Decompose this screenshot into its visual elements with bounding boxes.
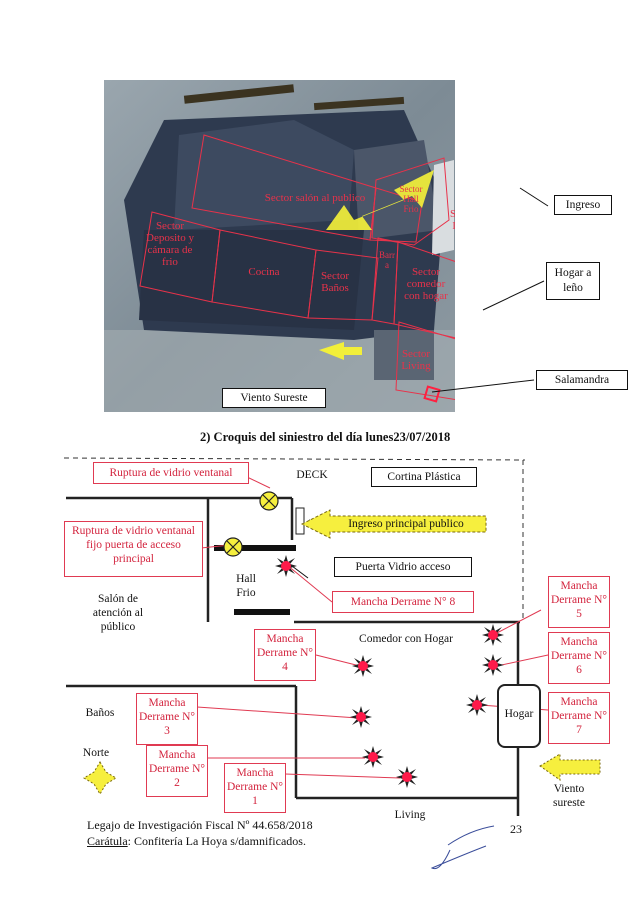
- page-number: 23: [510, 822, 522, 836]
- ruptura-ventanal-label: Ruptura de vidrio ventanal: [93, 462, 249, 484]
- deck-label: DECK: [296, 469, 328, 481]
- spill-marker-2: [362, 746, 384, 768]
- salon-label: Salón de atención al público: [92, 593, 144, 633]
- spill-marker-6: [482, 654, 504, 676]
- footer-legajo: Legajo de Investigación Fiscal Nº 44.658…: [87, 818, 313, 832]
- hall-frio-label: Hall Frio: [236, 573, 256, 599]
- section-title: 2) Croquis del siniestro del día lunes23…: [200, 430, 451, 444]
- mancha-6-label: Mancha Derrame N° 6: [548, 632, 610, 684]
- hogar-fireplace: Hogar: [497, 684, 541, 748]
- zone-salon: Sector salón al publico: [264, 192, 366, 204]
- zone-barra: Barra: [379, 250, 395, 270]
- puerta-rupture-icon: [223, 537, 243, 557]
- spill-marker-4: [352, 655, 374, 677]
- mancha-3-label: Mancha Derrame N° 3: [136, 693, 198, 745]
- callout-salamandra: Salamandra: [536, 370, 628, 390]
- zone-comedor: Sector comedor con hogar: [404, 266, 448, 302]
- callout-viento: Viento Sureste: [222, 388, 326, 408]
- spill-marker-7: [466, 694, 488, 716]
- mancha-7-label: Mancha Derrame N° 7: [548, 692, 610, 744]
- zone-cocina: Cocina: [248, 266, 280, 278]
- hogar-label: Hogar: [504, 708, 534, 720]
- puerta-vidrio-label: Puerta Vidrio acceso: [334, 557, 472, 577]
- ingreso-arrow: [300, 509, 487, 539]
- norte-label: Norte: [82, 747, 110, 759]
- living-label: Living: [394, 809, 426, 821]
- aerial-photo: Sector salón al publico Sector Hall Frio…: [104, 80, 455, 412]
- spill-marker-3: [350, 706, 372, 728]
- banos-label: Baños: [85, 707, 115, 719]
- callout-ingreso: Ingreso: [554, 195, 612, 215]
- ventanal-rupture-icon: [259, 491, 279, 511]
- mancha-2-label: Mancha Derrame N° 2: [146, 745, 208, 797]
- zone-deck: Sector Deck: [449, 208, 455, 232]
- ingreso-principal-label: Ingreso principal publico: [348, 518, 464, 530]
- zone-living: Sector Living: [401, 348, 431, 372]
- compass-icon: [83, 761, 117, 795]
- caratula-label: Carátula: [87, 834, 128, 848]
- mancha-1-label: Mancha Derrame N° 1: [224, 763, 286, 813]
- spill-marker-8: [275, 555, 297, 577]
- viento-arrow-icon: [539, 753, 601, 781]
- spill-marker-5: [482, 624, 504, 646]
- comedor-label: Comedor con Hogar: [359, 633, 453, 645]
- zone-deposito: Sector Deposito y cámara de frio: [146, 220, 194, 268]
- caratula-text: : Confitería La Hoya s/damnificados.: [127, 834, 306, 848]
- ruptura-fijo-label: Ruptura de vidrio ventanal fijo puerta d…: [64, 521, 203, 577]
- zone-banos: Sector Baños: [320, 270, 350, 294]
- cortina-label: Cortina Plástica: [371, 467, 477, 487]
- mancha-5-label: Mancha Derrame N° 5: [548, 576, 610, 628]
- callout-hogar-leno: Hogar a leño: [546, 262, 600, 300]
- mancha-8-label: Mancha Derrame N° 8: [332, 591, 474, 613]
- zone-hall-frio: Sector Hall Frio: [399, 184, 423, 214]
- spill-marker-1: [396, 766, 418, 788]
- mancha-4-label: Mancha Derrame N° 4: [254, 629, 316, 681]
- viento-label: Viento sureste: [553, 783, 585, 809]
- footer-caratula: Carátula: Confitería La Hoya s/damnifica…: [87, 834, 407, 849]
